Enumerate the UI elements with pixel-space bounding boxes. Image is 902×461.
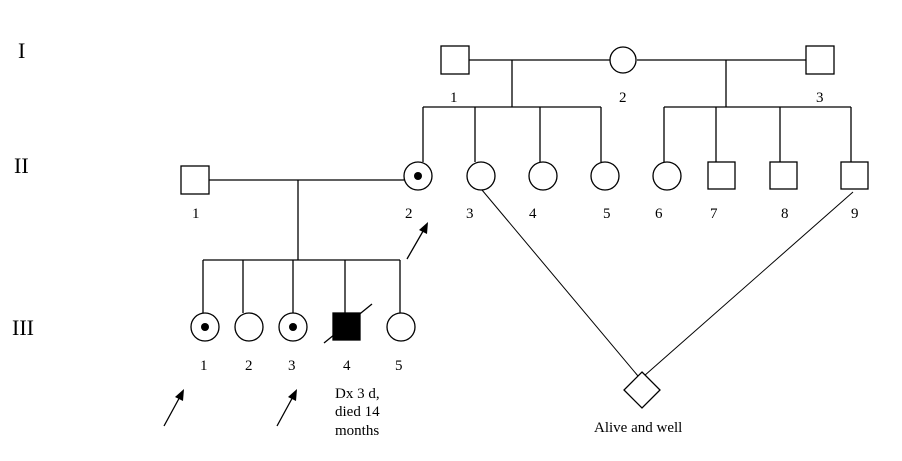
label-III-5: 5 [395, 358, 403, 374]
label-II-7: 7 [710, 206, 718, 222]
label-III-4: 4 [343, 358, 351, 374]
individual-I-1 [440, 45, 470, 75]
descent-line-II3-offspring [481, 189, 639, 377]
individual-III-2 [234, 312, 264, 342]
label-II-6: 6 [655, 206, 663, 222]
individual-II-8 [769, 161, 798, 190]
arrow-III-1 [163, 389, 184, 427]
carrier-dot-III-1 [201, 323, 209, 331]
label-III-2: 2 [245, 358, 253, 374]
label-II-8: 8 [781, 206, 789, 222]
label-II-4: 4 [529, 206, 537, 222]
label-II-5: 5 [603, 206, 611, 222]
label-I-3: 3 [816, 90, 824, 106]
label-III-3: 3 [288, 358, 296, 374]
individual-I-2 [609, 46, 637, 74]
carrier-dot-II-2 [414, 172, 422, 180]
individual-II-7 [707, 161, 736, 190]
individual-II-3 [466, 161, 496, 191]
individual-II-1 [180, 165, 210, 195]
label-III-1: 1 [200, 358, 208, 374]
arrow-II-2 [406, 222, 428, 260]
individual-III-5 [386, 312, 416, 342]
individual-offspring-diamond [623, 371, 661, 409]
individual-II-5 [590, 161, 620, 191]
note-offspring: Alive and well [594, 420, 682, 436]
label-I-1: 1 [450, 90, 458, 106]
label-II-1: 1 [192, 206, 200, 222]
label-II-3: 3 [466, 206, 474, 222]
generation-label-3: III [12, 315, 34, 340]
individual-II-4 [528, 161, 558, 191]
deceased-slash-III-4 [323, 303, 373, 344]
individual-II-6 [652, 161, 682, 191]
generation-label-1: I [18, 38, 25, 63]
note-III-4-line-3: months [335, 423, 379, 439]
generation-label-2: II [14, 153, 29, 178]
individual-II-9 [840, 161, 869, 190]
carrier-dot-III-3 [289, 323, 297, 331]
note-III-4-line-1: Dx 3 d, [335, 386, 380, 402]
label-I-2: 2 [619, 90, 627, 106]
note-III-4-line-2: died 14 [335, 404, 380, 420]
label-II-2: 2 [405, 206, 413, 222]
label-II-9: 9 [851, 206, 859, 222]
descent-line-II9-offspring [643, 191, 854, 377]
individual-I-3 [805, 45, 835, 75]
arrow-III-3 [276, 389, 297, 427]
